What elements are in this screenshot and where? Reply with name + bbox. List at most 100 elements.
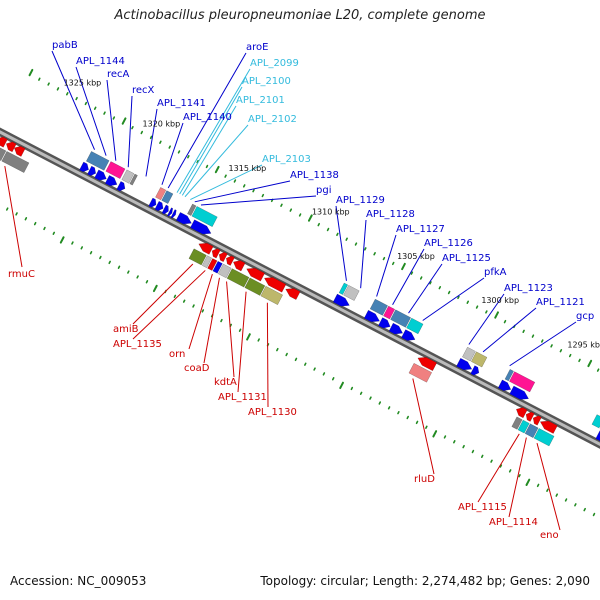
ruler-tick (503, 319, 507, 324)
forward-gene-arrow (94, 169, 107, 181)
gene-box (0, 147, 7, 161)
gene-box (406, 317, 424, 335)
forward-gene-arrow (189, 219, 212, 235)
gene-label: kdtA (214, 377, 237, 388)
gene-box (212, 260, 223, 274)
ruler-tick (541, 339, 544, 343)
label-leader-line (194, 180, 291, 203)
gene-label: recX (132, 85, 155, 96)
ruler-label: 1305 kbp (397, 252, 435, 261)
ruler-tick (406, 415, 409, 420)
label-leader-line (176, 68, 251, 193)
ruler-tick (152, 284, 158, 293)
gene-box (390, 309, 412, 328)
gene-label: APL_2102 (248, 114, 297, 125)
ruler-tick (59, 236, 65, 244)
ruler-tick (276, 347, 279, 352)
forward-gene-arrow (456, 357, 473, 371)
gene-label: amiB (113, 324, 139, 335)
gene-label: eno (540, 530, 559, 541)
ruler-tick (149, 135, 153, 140)
forward-gene-arrow (378, 317, 391, 329)
label-leader-line (200, 195, 317, 206)
forward-gene-arrow (401, 329, 416, 341)
reverse-gene-arrow (13, 145, 26, 157)
gene-box (533, 428, 555, 447)
ruler-tick (75, 96, 78, 101)
ruler-tick (410, 271, 414, 275)
gene-box (201, 255, 213, 269)
reverse-gene-arrow (539, 420, 558, 434)
label-leader-line (127, 95, 133, 168)
ruler-tick (168, 145, 171, 149)
reverse-gene-arrow (417, 356, 438, 372)
ruler-tick (438, 285, 442, 290)
ruler-tick (177, 150, 181, 154)
gene-label: pabB (52, 40, 78, 51)
label-leader-line (4, 165, 23, 268)
label-leader-line (482, 307, 537, 353)
map-title: Actinobacillus pleuropneumoniae L20, com… (114, 8, 486, 23)
ruler-tick (280, 203, 283, 207)
ruler-tick (145, 280, 149, 284)
gene-label: APL_2103 (262, 154, 311, 165)
reverse-gene-arrow (515, 407, 528, 419)
label-leader-line (106, 79, 117, 161)
label-leader-line (266, 302, 269, 408)
ruler-tick (555, 493, 559, 497)
ruler-tick (28, 68, 34, 77)
ruler-tick (140, 130, 144, 135)
forward-gene-arrow (175, 211, 192, 225)
ruler-tick (201, 309, 205, 313)
ruler-tick (47, 82, 50, 86)
gene-label: APL_1131 (218, 392, 267, 403)
gene-box (105, 161, 126, 180)
ruler-tick (480, 454, 484, 459)
label-leader-line (508, 437, 527, 518)
ruler-tick (550, 344, 553, 348)
gene-label: APL_2099 (250, 58, 299, 69)
ruler-tick (568, 353, 572, 358)
ruler-tick (257, 338, 260, 342)
reverse-gene-arrow (0, 136, 8, 148)
gene-box (129, 173, 138, 186)
reverse-gene-arrow (264, 277, 287, 293)
gene-box (260, 285, 284, 306)
ruler-tick (466, 300, 470, 304)
reverse-gene-arrow (525, 411, 535, 422)
ruler-tick (415, 420, 419, 425)
label-leader-line (161, 122, 184, 185)
gene-box (517, 419, 530, 434)
forward-gene-arrow (104, 175, 118, 187)
ruler-tick (546, 488, 549, 492)
forward-gene-arrow (470, 365, 480, 376)
reverse-gene-arrow (218, 251, 228, 263)
label-leader-line (468, 293, 505, 345)
ruler-tick (559, 349, 563, 353)
label-leader-line (392, 248, 425, 306)
reverse-gene-arrow (246, 267, 266, 282)
ruler-tick (531, 334, 535, 338)
ruler-tick (331, 377, 335, 381)
gene-label: APL_1123 (504, 283, 553, 294)
ruler-tick (592, 512, 596, 517)
gene-box (470, 351, 488, 368)
ruler-tick (285, 352, 288, 357)
ruler-tick (103, 111, 106, 115)
forward-gene-arrow (79, 161, 89, 173)
ruler-label: 1295 kbp (567, 341, 600, 350)
gene-label: APL_1144 (76, 56, 125, 67)
ruler-tick (345, 237, 348, 241)
ruler-tick (38, 77, 41, 81)
ruler-tick (192, 304, 195, 308)
ruler-tick (490, 459, 493, 463)
label-leader-line (412, 378, 435, 475)
label-leader-line (422, 277, 485, 321)
ruler-tick (522, 329, 525, 333)
ruler-tick (24, 217, 28, 221)
gene-label: pgi (316, 185, 331, 196)
gene-label: APL_1125 (442, 253, 491, 264)
gene-box (244, 277, 266, 296)
ruler-tick (261, 193, 265, 198)
ruler-tick (224, 174, 227, 178)
